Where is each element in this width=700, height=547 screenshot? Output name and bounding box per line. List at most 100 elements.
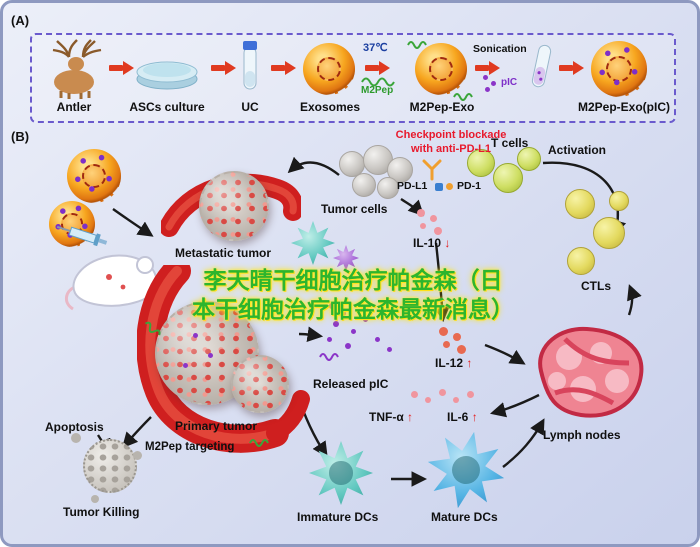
il6-text: IL-6 [447,410,469,424]
tumor-cell [387,157,413,183]
cytokine-dot [411,391,418,398]
cytokine-dot [439,327,448,336]
pic-dot [183,363,188,368]
cytokine-dot [430,215,437,222]
pic-dot [485,87,490,92]
pic-dot [375,337,380,342]
primary-vessel-icon [136,257,312,460]
tumor-cells-label: Tumor cells [321,202,388,216]
cell-fragment [71,433,81,443]
il10-text: IL-10 [413,236,442,250]
arrow-right-icon [475,61,502,75]
arrow-right-icon [365,61,392,75]
step-ascs-label: ASCs culture [129,100,205,114]
step-m2pep-exo-pic-label: M2Pep-Exo(pIC) [577,100,670,114]
m2pep-targeting-label: M2Pep targeting [145,441,235,453]
metastatic-vessel-icon [159,163,304,258]
m2pep-label: M2Pep [361,85,394,96]
ctls-label: CTLs [581,279,611,293]
immune-cell-icon [291,221,335,265]
pic-dot [329,303,335,309]
checkpoint-line1: Checkpoint blockade [395,129,507,141]
cytokine-dot [453,397,459,403]
pd-1-icon [446,183,453,190]
cell-fragment [91,495,99,503]
il12-text: IL-12 [435,356,464,370]
cytokine-dot [467,391,474,398]
il6-up-arrow: ↑ [471,410,478,424]
il12-up-arrow: ↑ [466,356,473,370]
step-antler-label: Antler [56,100,92,114]
sonication-label: Sonication [473,43,527,55]
apoptosis-label: Apoptosis [45,420,104,434]
mature-dcs-label: Mature DCs [431,510,498,524]
panel-a-label: (A) [11,13,30,28]
m2pep-exo-icon [415,43,467,95]
il12-label: IL-12 ↑ [435,356,472,370]
arrow-right-icon [211,61,238,75]
activation-label: Activation [548,143,607,157]
cytokine-dot [417,209,425,217]
uc-tube-icon [240,39,260,100]
pd-1-label: PD-1 [457,180,481,192]
tumor-cell [377,177,399,199]
cytokine-dot [457,345,466,354]
arrow-right-icon [559,61,586,75]
metastatic-tumor-label: Metastatic tumor [175,246,272,260]
immune-cell-icon [333,245,359,271]
pic-dot [208,353,213,358]
m2pep-exo-pic-icon [591,41,647,97]
tumor-killing-label: Tumor Killing [63,505,140,519]
petri-dish-icon [135,55,199,96]
released-pic-label: Released pIC [313,377,389,391]
tnf-text: TNF-α [369,410,404,424]
antibody-icon [421,159,443,186]
ctl-cell [609,191,629,211]
mouse-icon [61,243,171,316]
nanoparticle-icon [67,149,121,203]
apoptotic-cell [83,439,137,493]
tumor-cell [352,173,376,197]
pic-dot [345,343,351,349]
il10-down-arrow: ↓ [444,236,451,250]
ctl-cell [593,217,625,249]
cell-fragment [133,451,142,460]
pic-strand-icon [319,349,347,367]
tnf-label: TNF-α ↑ [369,410,413,424]
checkpoint-line2: with anti-PD-L1 [410,142,492,155]
t-cells-label: T cells [491,136,529,150]
cytokine-dot [453,333,461,341]
arrow-right-icon [271,61,298,75]
t-cell [467,149,495,177]
pic-dot [193,333,198,338]
t-cell [493,163,523,193]
lymph-node-icon [525,319,653,428]
m2pep-peptide-icon [407,37,433,55]
pic-dot [387,347,392,352]
pic-strand-icon [355,299,383,317]
watermark-line1: 李天晴干细胞治疗帕金森（日 [203,267,503,293]
primary-tumor-mass [231,355,289,413]
checkpoint-blockade-label: Checkpoint blockade with anti-PD-L1 [375,129,527,157]
metastatic-tumor-mass [199,171,269,241]
primary-tumor-label: Primary tumor [175,419,258,433]
cytokine-dot [425,397,431,403]
tumor-cell [339,151,365,177]
step-m2pep-exo-label: M2Pep-Exo [409,100,475,114]
arrow-right-icon [109,61,136,75]
t-cell [517,147,541,171]
temp-37c-label: 37℃ [363,42,388,54]
pic-dot [351,329,356,334]
il6-label: IL-6 ↑ [447,410,478,424]
immature-dc-icon [309,441,373,505]
pic-label: pIC [501,77,518,88]
lymph-nodes-label: Lymph nodes [543,428,621,442]
pic-dot [333,321,339,327]
step-exosomes-label: Exosomes [299,100,361,114]
cytokine-dot [434,227,442,235]
exosome-icon [303,43,355,95]
cytokine-dot [420,223,426,229]
pd-l1-icon [435,183,443,191]
syringe-icon [53,219,111,256]
pic-dot [327,337,332,342]
